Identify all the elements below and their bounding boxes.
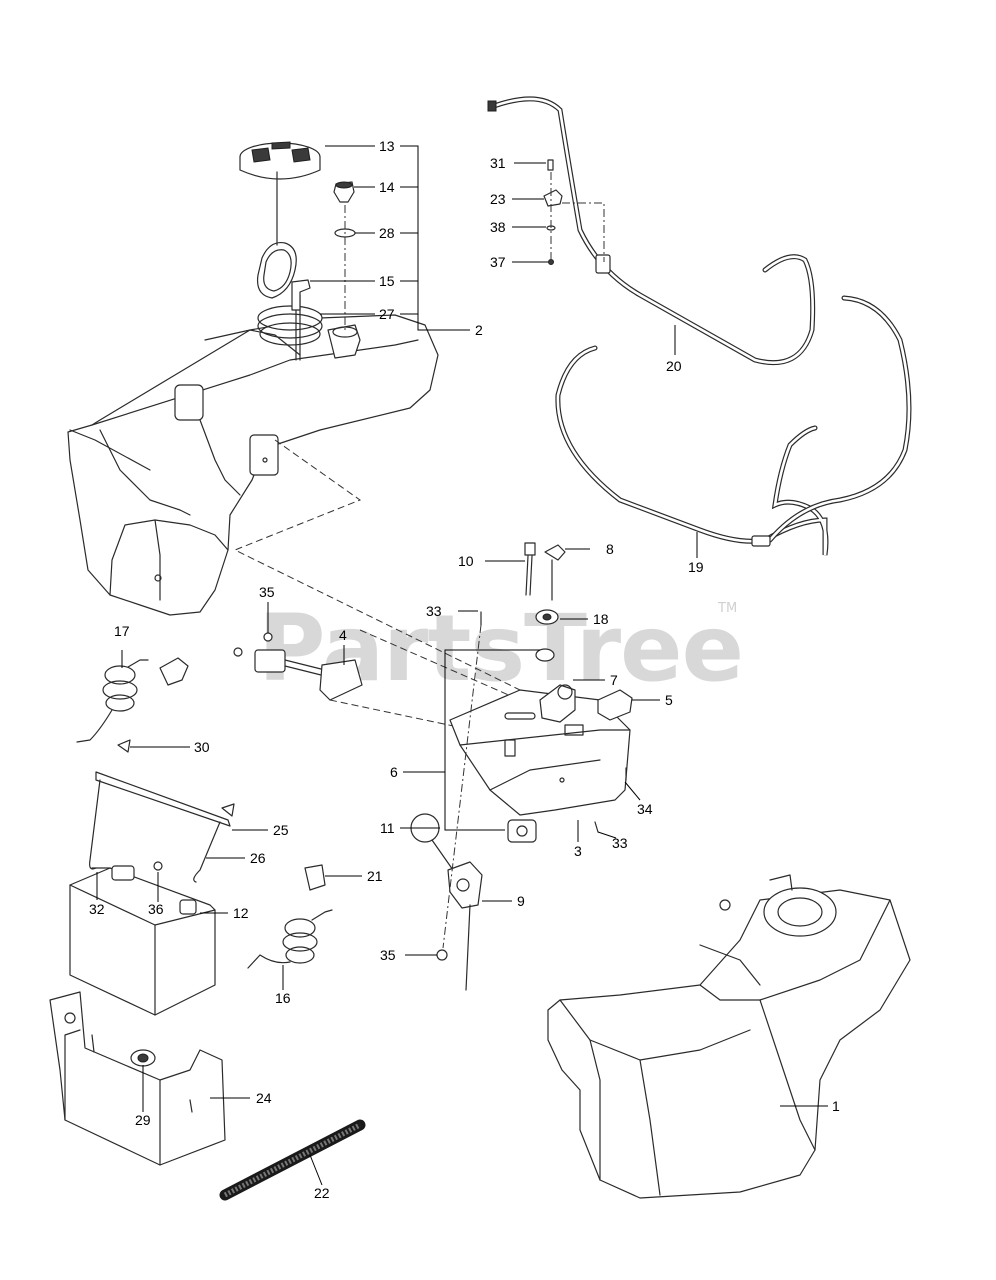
callout-25: 25 <box>273 822 289 838</box>
callout-9: 9 <box>517 893 525 909</box>
battery-tray[interactable] <box>49 991 226 1166</box>
callout-35a: 35 <box>259 584 275 600</box>
cap-tether-loop <box>256 241 297 299</box>
callout-7: 7 <box>610 672 618 688</box>
callout-29: 29 <box>135 1112 151 1128</box>
callout-5: 5 <box>665 692 673 708</box>
callout-36: 36 <box>148 901 164 917</box>
terminal-boot-21[interactable] <box>304 864 326 891</box>
callout-3: 3 <box>574 843 582 859</box>
callout-37: 37 <box>490 254 506 270</box>
callout-34: 34 <box>637 801 653 817</box>
callout-20: 20 <box>666 358 682 374</box>
throttle-control[interactable] <box>410 813 483 991</box>
choke-cable[interactable] <box>524 542 536 596</box>
callout-31: 31 <box>490 155 506 171</box>
callout-2: 2 <box>475 322 483 338</box>
battery-cable-17[interactable] <box>76 659 149 743</box>
callout-33b: 33 <box>612 835 628 851</box>
fuel-hose-20[interactable] <box>487 96 816 366</box>
callout-12: 12 <box>233 905 249 921</box>
nut-35a[interactable] <box>263 632 273 642</box>
callout-labels: 1 2 3 4 5 6 7 8 9 10 11 12 13 14 15 16 1… <box>89 138 840 1201</box>
callout-32: 32 <box>89 901 105 917</box>
battery-cable-16[interactable] <box>247 909 333 969</box>
pto-switch[interactable] <box>597 689 633 721</box>
callout-13: 13 <box>379 138 395 154</box>
callout-6: 6 <box>390 764 398 780</box>
ignition-switch[interactable] <box>539 684 576 723</box>
callout-27: 27 <box>379 306 395 322</box>
callout-8: 8 <box>606 541 614 557</box>
cable-boot[interactable] <box>159 657 189 686</box>
battery-hold-down[interactable] <box>89 739 235 883</box>
callout-10: 10 <box>458 553 474 569</box>
fuel-hose-19[interactable] <box>555 295 912 556</box>
callout-30: 30 <box>194 739 210 755</box>
callout-1: 1 <box>832 1098 840 1114</box>
fuel-pickup-fitting[interactable] <box>291 279 311 311</box>
callout-26: 26 <box>250 850 266 866</box>
nut-35b[interactable] <box>436 949 448 961</box>
callout-38: 38 <box>490 219 506 235</box>
callout-15: 15 <box>379 273 395 289</box>
fuel-tank-upper[interactable] <box>67 294 439 616</box>
panel-nut[interactable] <box>535 609 559 662</box>
callout-23: 23 <box>490 191 506 207</box>
callout-22: 22 <box>314 1185 330 1201</box>
callout-28: 28 <box>379 225 395 241</box>
leader-lines <box>96 145 828 1186</box>
callout-17: 17 <box>114 623 130 639</box>
callout-14: 14 <box>379 179 395 195</box>
key-switch-assembly[interactable] <box>507 819 537 843</box>
wire-harness-relay[interactable] <box>233 647 363 701</box>
callout-18: 18 <box>593 611 609 627</box>
callout-21: 21 <box>367 868 383 884</box>
callout-16: 16 <box>275 990 291 1006</box>
callout-19: 19 <box>688 559 704 575</box>
screw-33b[interactable] <box>594 821 599 833</box>
callout-11: 11 <box>380 820 395 836</box>
callout-4: 4 <box>339 627 347 643</box>
callout-24: 24 <box>256 1090 272 1106</box>
battery[interactable] <box>69 861 216 1016</box>
hose-bracket-hardware[interactable] <box>543 159 605 265</box>
ignition-key[interactable] <box>544 544 566 601</box>
protective-sleeve[interactable] <box>219 1119 366 1201</box>
callout-35b: 35 <box>380 947 396 963</box>
fuel-cap[interactable] <box>239 141 321 246</box>
fuel-tank[interactable] <box>547 874 911 1199</box>
watermark-trademark: TM <box>717 601 737 616</box>
vent-valve[interactable] <box>333 181 355 203</box>
callout-33a: 33 <box>426 603 442 619</box>
